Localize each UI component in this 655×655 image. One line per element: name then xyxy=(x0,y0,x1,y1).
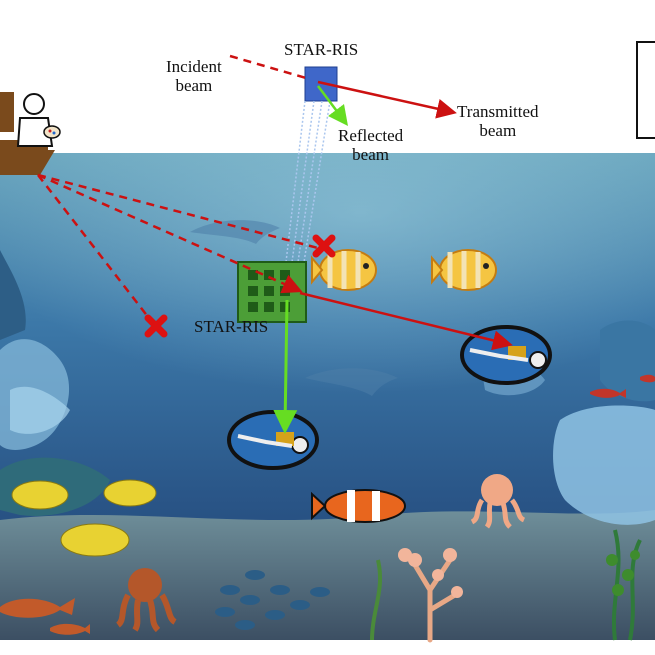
incident-beam-label: Incident beam xyxy=(166,57,222,95)
octopus-icon xyxy=(470,474,526,529)
dolphin-silhouette xyxy=(190,220,398,396)
blocked-x-icon xyxy=(312,234,336,258)
reflected-beam-underwater xyxy=(273,299,298,434)
clownfish-icon xyxy=(431,249,497,291)
fish-school xyxy=(215,570,330,630)
yellow-tang-fish-icon xyxy=(11,479,157,557)
ris-link-lines xyxy=(285,100,331,263)
seaweed-icon xyxy=(606,550,640,596)
captain-icon xyxy=(16,93,61,147)
star-ris-top-label: STAR-RIS xyxy=(284,40,359,59)
transmitted-beam-underwater xyxy=(299,291,513,351)
coral-icon xyxy=(370,559,383,641)
legend-box xyxy=(636,41,655,139)
diver-icon xyxy=(460,325,552,385)
transmitted-beam-top xyxy=(317,80,457,119)
transmitted-beam-label: Transmitted beam xyxy=(457,102,539,140)
octopus-icon xyxy=(115,568,177,633)
blocked-x-icon xyxy=(144,314,168,338)
incident-beam-top xyxy=(229,54,307,80)
star-ris-underwater-label: STAR-RIS xyxy=(194,317,269,336)
incident-beam-blocked-2 xyxy=(37,174,153,323)
incident-beam-blocked-1 xyxy=(37,173,319,250)
diver-icon xyxy=(227,410,319,470)
reflected-beam-top xyxy=(317,85,348,126)
fish-silhouette-icon xyxy=(0,598,90,635)
water-background xyxy=(0,153,655,640)
incident-beam-to-ris xyxy=(37,173,303,294)
star-ris-underwater-panel xyxy=(237,261,307,323)
clownfish-icon xyxy=(311,489,406,523)
coral-icon xyxy=(398,548,463,598)
clownfish-icon xyxy=(311,249,377,291)
reflected-beam-label: Reflected beam xyxy=(338,126,404,164)
fish-silhouette-icon xyxy=(590,374,655,398)
